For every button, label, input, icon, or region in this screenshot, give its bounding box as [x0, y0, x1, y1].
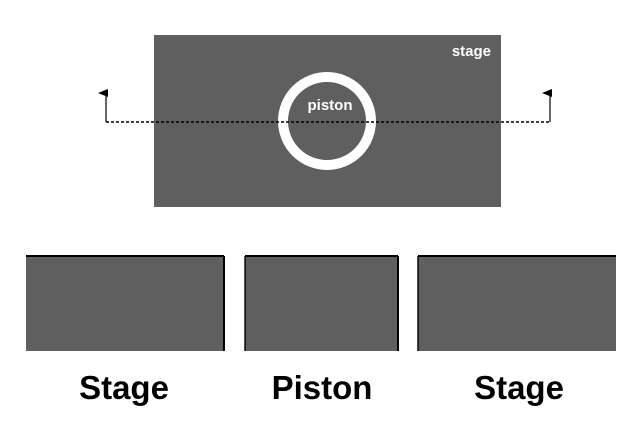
- piston-block: [245, 256, 398, 351]
- top-view: stage piston: [98, 35, 552, 207]
- stage-block-left: [26, 256, 224, 351]
- stage-block-right: [418, 256, 616, 351]
- piston-ring: [278, 72, 376, 170]
- caption-piston: Piston: [272, 369, 373, 406]
- stage-block-top-view: [154, 35, 501, 207]
- stage-label: stage: [452, 43, 491, 60]
- section-cut-line: [98, 89, 552, 123]
- caption-stage-right: Stage: [474, 369, 564, 406]
- piston-label: piston: [308, 97, 353, 114]
- caption-stage-left: Stage: [79, 369, 169, 406]
- section-view: Stage Piston Stage: [26, 255, 616, 406]
